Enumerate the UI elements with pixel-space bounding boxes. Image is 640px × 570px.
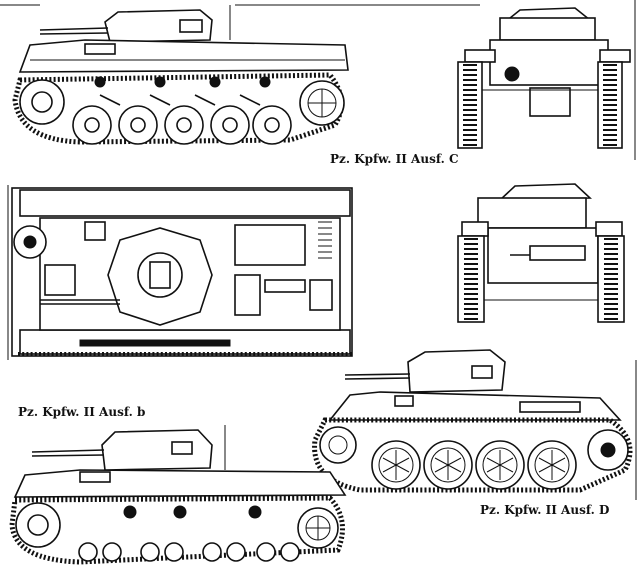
caption-ausf-c: Pz. Kpfw. II Ausf. C xyxy=(330,152,459,166)
caption-ausf-b: Pz. Kpfw. II Ausf. b xyxy=(18,405,146,419)
caption-ausf-d: Pz. Kpfw. II Ausf. D xyxy=(480,503,610,517)
engine-grille xyxy=(318,221,332,259)
